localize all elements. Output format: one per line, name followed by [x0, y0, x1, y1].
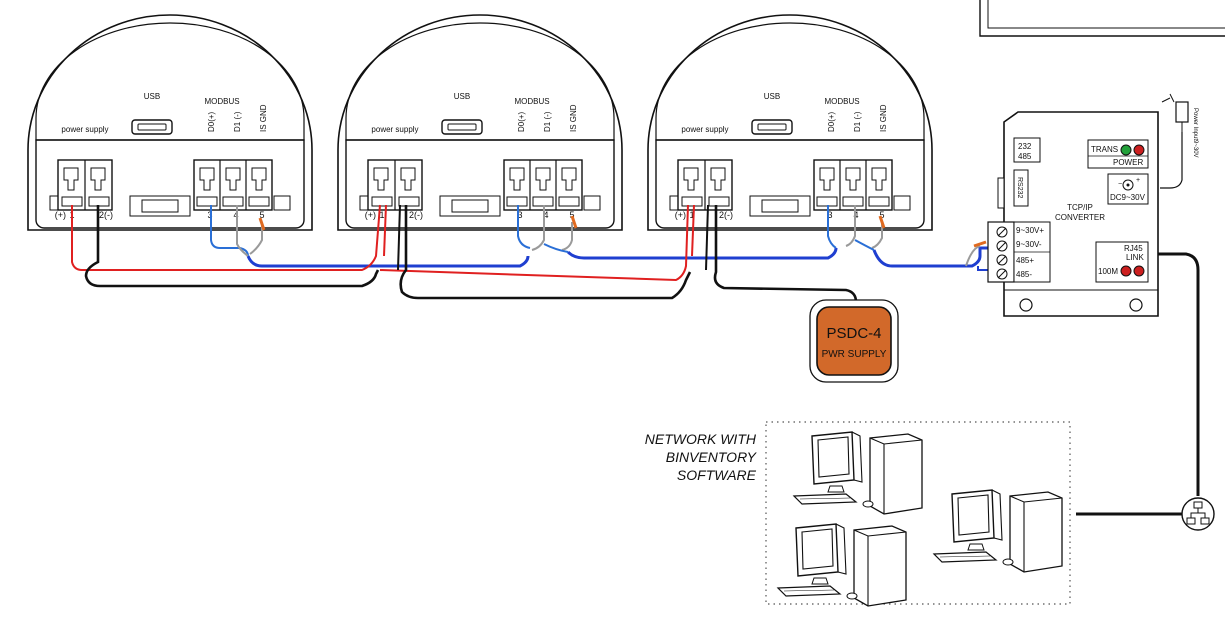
pin-label-d0: D0(+) [827, 111, 836, 132]
trans-label: TRANS [1091, 145, 1118, 154]
rs232-label: RS232 [1016, 177, 1023, 199]
usb-label: USB [144, 92, 160, 101]
power-supply-label: power supply [371, 125, 418, 134]
mode-232-label: 232 [1018, 142, 1032, 151]
tcp-ip-converter: 232 485 RS232 TRANS POWER − + DC9~30V TC… [987, 93, 1198, 317]
converter-title-line2: CONVERTER [1055, 213, 1105, 222]
terminal-3-label: 3 [827, 210, 832, 220]
power-label: POWER [1113, 158, 1143, 167]
mount-hole-icon [1129, 298, 1143, 312]
psdc-4-power-supply: PSDC-4 PWR SUPPLY [809, 299, 899, 383]
psdc-4-subtitle: PWR SUPPLY [822, 349, 887, 360]
sensor-unit-2: USB MODBUS power supply D0(+) D1 (-) IS GND (+… [337, 14, 623, 231]
sensor-unit-3: USB MODBUS power supply D0(+) D1 (-) IS GND (+… [647, 14, 933, 231]
sensor-units: USB MODBUS power supply D0(+) D1 (-) IS GND (+… [27, 14, 933, 231]
trans-led-icon [1120, 144, 1132, 156]
power-positive-wire [71, 204, 381, 271]
pin-label-d0: D0(+) [207, 111, 216, 132]
power-positive-wire [379, 204, 689, 282]
power-adapter: Power Input9~30V [1160, 93, 1198, 189]
psdc-4-title: PSDC-4 [826, 325, 881, 342]
speed-label: 100M [1098, 267, 1118, 276]
terminal-2-label: 2(-) [719, 210, 733, 220]
rs485-bus-wire [977, 266, 992, 271]
rs485-bus-wire [246, 255, 530, 268]
ethernet-cable [1156, 252, 1200, 496]
terminal-5-label: 5 [569, 210, 574, 220]
pin-label-d1: D1 (-) [543, 111, 552, 132]
terminal-5-label: 5 [879, 210, 884, 220]
sensor-housing-icon [337, 14, 623, 231]
pin-label-gnd: IS GND [569, 104, 578, 132]
rj45-label: RJ45 [1124, 244, 1143, 253]
link-led-icon [1133, 265, 1145, 277]
modbus-label: MODBUS [514, 97, 549, 106]
pin-label-d1: D1 (-) [853, 111, 862, 132]
network-label-line2: BINVENTORY [666, 449, 758, 465]
power-negative-wire [713, 205, 858, 303]
terminal-label: 485- [1016, 270, 1032, 279]
terminal-positive-label: (+) [55, 210, 66, 220]
sensor-housing-icon [647, 14, 933, 231]
terminal-4-label: 4 [543, 210, 548, 220]
network-switch-icon [1181, 497, 1215, 531]
terminal-positive-label: (+) [365, 210, 376, 220]
modbus-label: MODBUS [204, 97, 239, 106]
wiring [71, 204, 1200, 516]
sensor-unit-1: USB MODBUS power supply D0(+) D1 (-) IS GND (+… [27, 14, 313, 231]
terminal-3-label: 3 [517, 210, 522, 220]
power-negative-wire [84, 205, 380, 288]
pin-label-gnd: IS GND [259, 104, 268, 132]
terminal-label: 9~30V+ [1016, 226, 1044, 235]
modbus-label: MODBUS [824, 97, 859, 106]
terminal-positive-label: (+) [675, 210, 686, 220]
network-label-line1: NETWORK WITH [645, 431, 757, 447]
sensor-housing-icon [27, 14, 313, 231]
dc-input-label: DC9~30V [1110, 193, 1146, 202]
usb-label: USB [454, 92, 470, 101]
mode-485-label: 485 [1018, 152, 1032, 161]
terminal-label: 9~30V- [1016, 240, 1042, 249]
svg-text:+: + [1136, 177, 1140, 184]
computer-icon [933, 489, 1063, 573]
terminal-1-label: 1 [379, 210, 384, 220]
terminal-2-label: 2(-) [409, 210, 423, 220]
terminal-1-label: 1 [689, 210, 694, 220]
link-label: LINK [1126, 253, 1144, 262]
psdc-4-body [816, 306, 892, 376]
power-led-icon [1133, 144, 1145, 156]
pin-label-gnd: IS GND [879, 104, 888, 132]
network-area: NETWORK WITH BINVENTORY SOFTWARE [645, 421, 1215, 607]
converter-title-line1: TCP/IP [1067, 203, 1093, 212]
rs485-bus-wire [566, 247, 838, 260]
usb-label: USB [764, 92, 780, 101]
terminal-5-label: 5 [259, 210, 264, 220]
terminal-2-label: 2(-) [99, 210, 113, 220]
mount-hole-icon [1019, 298, 1033, 312]
power-supply-label: power supply [61, 125, 108, 134]
network-label-line3: SOFTWARE [677, 467, 757, 483]
converter-terminal-screws [996, 226, 1008, 280]
computer-icon [793, 431, 923, 515]
pin-label-d0: D0(+) [517, 111, 526, 132]
power-input-label: Power Input9~30V [1192, 108, 1198, 158]
power-negative-wire [399, 205, 692, 300]
pin-label-d1: D1 (-) [233, 111, 242, 132]
rs485-bus-wire [872, 246, 992, 268]
partial-monitor-frame [979, 0, 1225, 37]
terminal-label: 485+ [1016, 256, 1034, 265]
computer-icon [777, 523, 907, 607]
speed-led-icon [1120, 265, 1132, 277]
svg-text:−: − [1118, 181, 1122, 188]
power-supply-label: power supply [681, 125, 728, 134]
